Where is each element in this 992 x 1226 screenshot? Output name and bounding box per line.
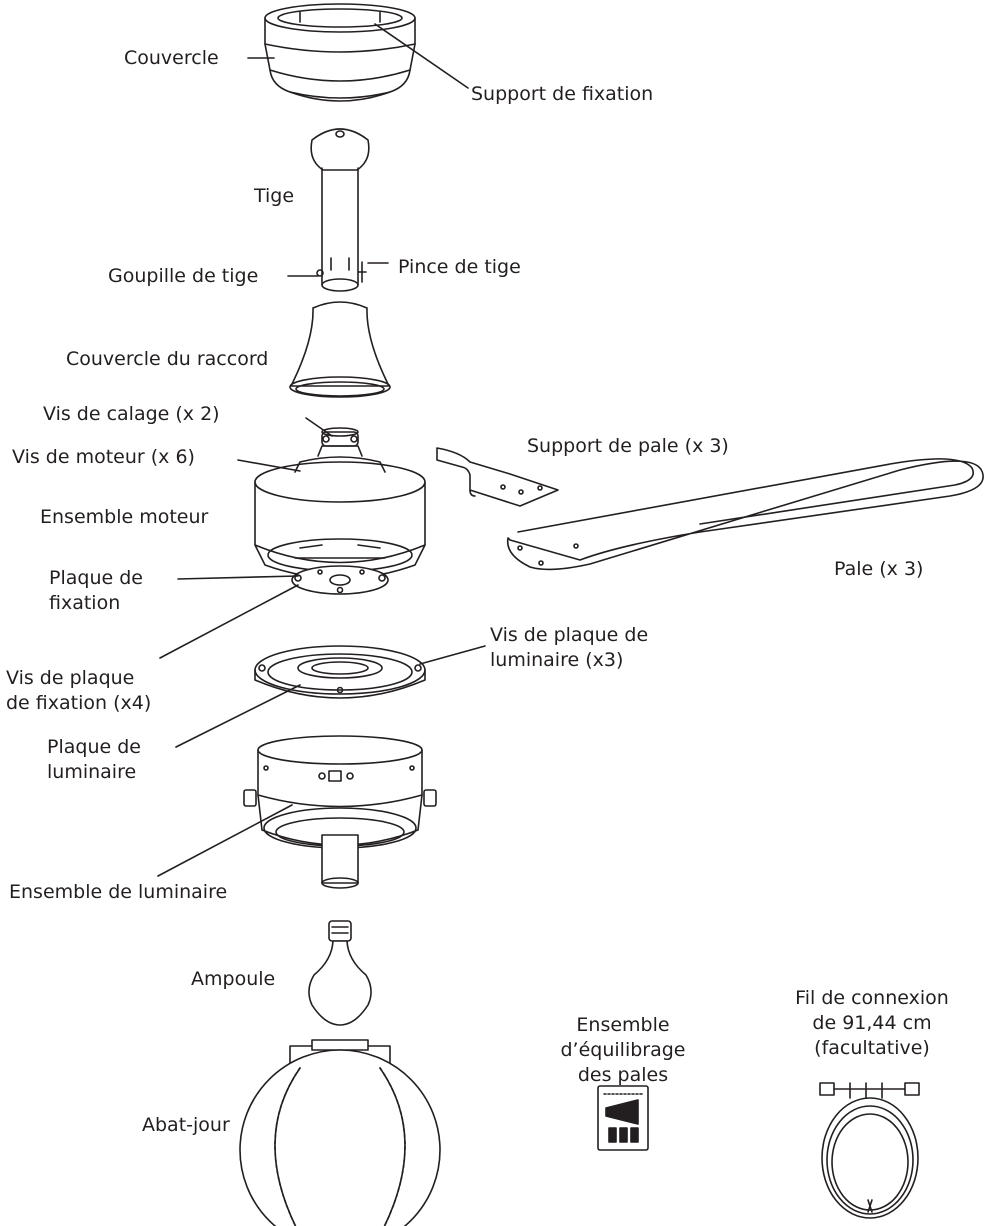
light-assembly-illustration [243,735,437,889]
blade-illustration [506,458,984,571]
motor-assembly-illustration [254,427,426,595]
label-canopy: Couvercle [124,47,219,69]
canopy-illustration [264,3,416,102]
label-downrod-clip: Pince de tige [398,256,521,278]
blade-bracket-illustration [436,447,559,507]
set-screws-leader [305,417,333,437]
label-coupling-cover: Couvercle du raccord [66,348,269,370]
shade-illustration [239,1039,441,1226]
label-motor-screws: Vis de moteur (x 6) [12,446,195,468]
downrod-illustration [310,128,370,292]
label-blade: Pale (x 3) [834,558,924,580]
label-downrod-pin: Goupille de tige [108,265,259,287]
label-motor-assembly: Ensemble moteur [40,506,209,528]
light-plate-leader [175,684,301,748]
light-assembly-leader [157,804,293,877]
label-shade: Abat-jour [142,1114,230,1136]
label-bulb: Ampoule [191,968,276,990]
label-light-assembly: Ensemble de luminaire [9,881,228,903]
coupling-cover-illustration [289,301,391,398]
label-blade-bracket: Support de pale (x 3) [527,435,729,457]
label-downrod: Tige [254,185,295,207]
motor-screws-leader [237,459,301,472]
mounting-bracket-leader [374,23,469,89]
light-plate-illustration [254,645,426,699]
mounting-plate-leader [177,575,299,580]
extension-wire-illustration [819,1082,920,1219]
mounting-plate-screws-leader [159,584,299,659]
light-plate-screws-leader [419,645,486,665]
label-set-screws: Vis de calage (x 2) [43,403,220,425]
label-mounting-bracket: Support de fixation [471,83,654,105]
bulb-illustration [308,920,372,1026]
balance-kit-illustration [597,1085,649,1151]
